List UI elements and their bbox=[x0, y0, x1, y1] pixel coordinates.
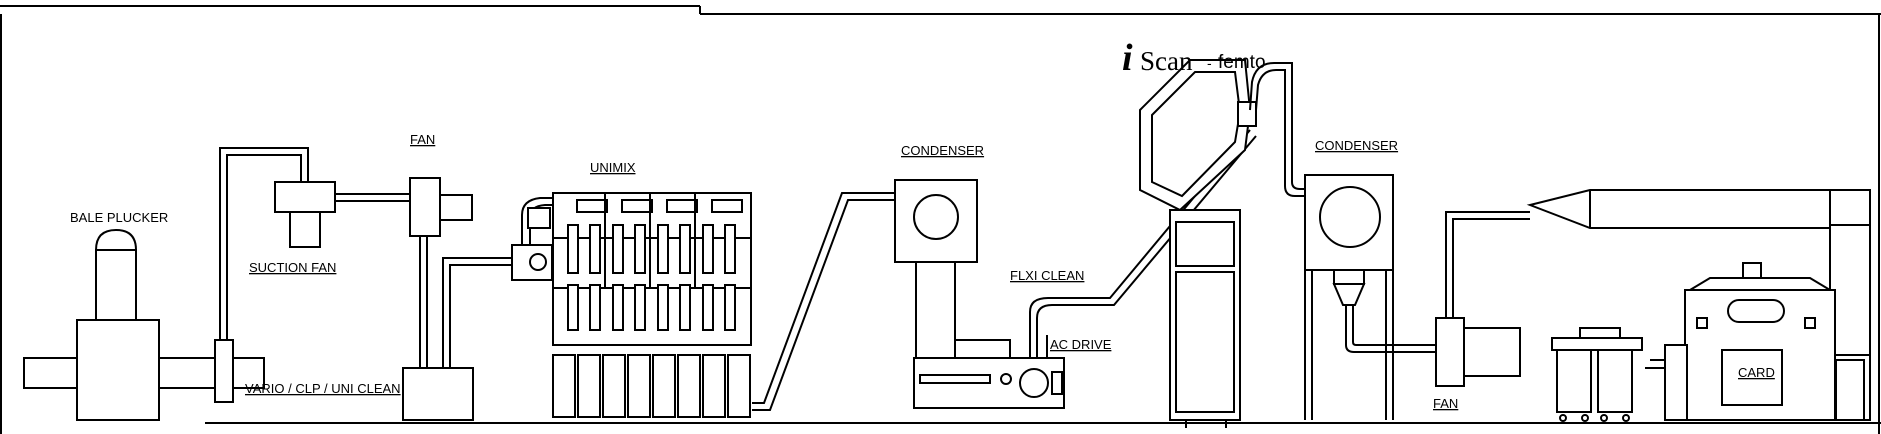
duct-plucker-outer bbox=[219, 147, 309, 340]
fan-bottom bbox=[1435, 211, 1530, 387]
iscan-femto bbox=[1139, 59, 1305, 428]
bale-plucker-outlet bbox=[214, 339, 234, 403]
card-can-1 bbox=[1556, 349, 1592, 413]
label-fan-top: FAN bbox=[410, 132, 435, 147]
suction-fan-housing bbox=[274, 181, 336, 213]
condenser-1-drum bbox=[913, 194, 959, 240]
iscan-head bbox=[1139, 59, 1252, 212]
label-ac-drive: AC DRIVE bbox=[1050, 337, 1112, 352]
label-card: CARD bbox=[1738, 365, 1775, 380]
brand-dash: - bbox=[1207, 55, 1212, 71]
vario-body bbox=[402, 367, 474, 421]
condenser-2 bbox=[1304, 174, 1436, 420]
condenser-1 bbox=[894, 179, 1065, 409]
condenser-2-drum bbox=[1319, 186, 1381, 248]
suction-fan bbox=[274, 181, 336, 248]
fan-top bbox=[409, 177, 473, 237]
bale-plucker bbox=[23, 228, 265, 421]
bale-plucker-tower bbox=[95, 249, 137, 321]
brand-scan: Scan bbox=[1140, 46, 1193, 76]
card-chute bbox=[1526, 189, 1831, 229]
label-condenser-1: CONDENSER bbox=[901, 143, 984, 158]
brand-femto: femto bbox=[1218, 52, 1266, 73]
bale-plucker-dome bbox=[94, 228, 138, 251]
vario-clp-uni-clean bbox=[402, 367, 474, 421]
duct-plucker-inner bbox=[226, 154, 302, 340]
label-condenser-2: CONDENSER bbox=[1315, 138, 1398, 153]
label-flexi-clean: FLXI CLEAN bbox=[1010, 268, 1084, 283]
fan-bottom-housing bbox=[1435, 317, 1465, 387]
bale-plucker-body bbox=[76, 319, 160, 421]
frame-top bbox=[0, 5, 1881, 15]
label-unimix: UNIMIX bbox=[590, 160, 636, 175]
unimix bbox=[511, 192, 752, 418]
brand-i: i bbox=[1122, 37, 1133, 79]
fan-bottom-motor bbox=[1463, 327, 1521, 377]
fan-top-housing bbox=[409, 177, 441, 237]
card-panel bbox=[1721, 349, 1783, 406]
card-section bbox=[1526, 189, 1871, 422]
card-can-2 bbox=[1597, 349, 1633, 413]
suction-fan-motor bbox=[289, 211, 321, 248]
label-fan-bottom: FAN bbox=[1433, 396, 1458, 411]
fan-top-motor bbox=[439, 194, 473, 221]
label-suction-fan: SUCTION FAN bbox=[249, 260, 336, 275]
label-vario: VARIO / CLP / UNI CLEAN bbox=[245, 381, 401, 396]
label-bale-plucker: BALE PLUCKER bbox=[70, 210, 168, 225]
